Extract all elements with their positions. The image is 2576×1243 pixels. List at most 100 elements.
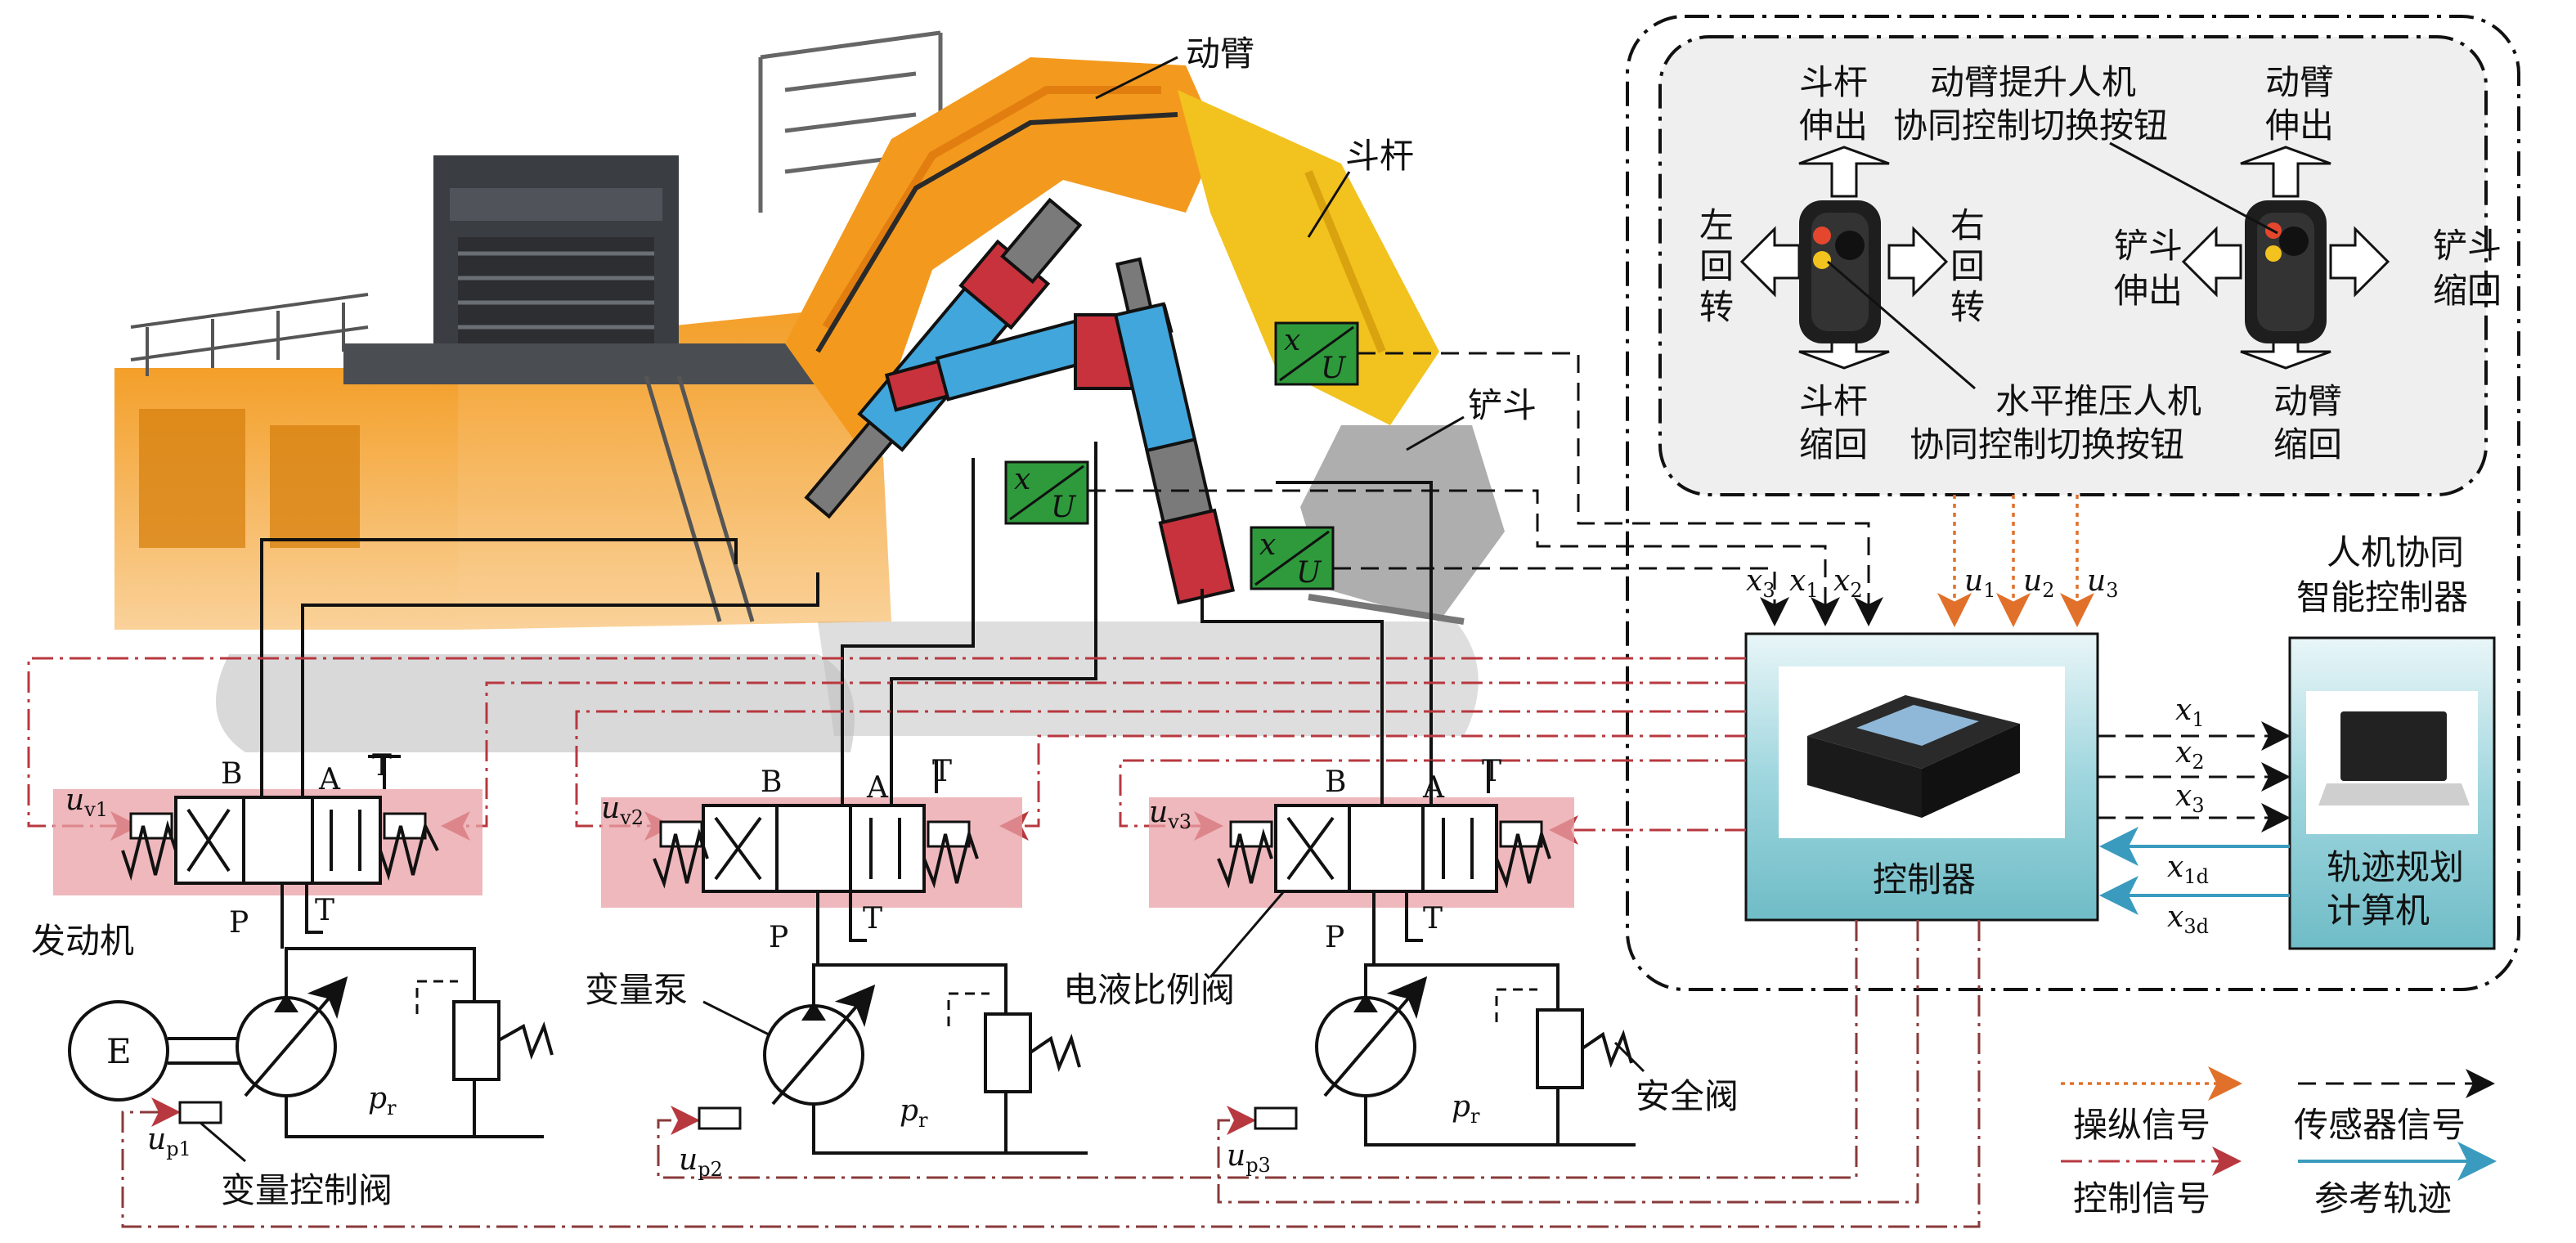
x3-out-label: x3 <box>2175 779 2205 817</box>
svg-text:U: U <box>1321 352 1347 385</box>
hmi-title-l1: 人机协同 <box>2327 532 2464 572</box>
proportional-valve-label: 电液比例阀 <box>1063 970 1235 1010</box>
left-swing-l2: 回 <box>1699 246 1734 286</box>
legend-operate-label: 操纵信号 <box>2073 1105 2210 1145</box>
u3-label: u3 <box>2087 564 2118 602</box>
up3-label: up3 <box>1227 1139 1271 1177</box>
boom-button-l2: 协同控制切换按钮 <box>1893 105 2168 146</box>
uv2-label: uv2 <box>601 792 644 829</box>
pr2-label: pr <box>900 1094 928 1132</box>
hydraulic-lines <box>260 442 1433 769</box>
bucket-extend-l2: 伸出 <box>2114 271 2183 311</box>
sensor-x3: xU <box>1250 526 1335 590</box>
safety-valve-label: 安全阀 <box>1636 1076 1739 1116</box>
pump-circuit-1: E 发动机 pr up1 变量控制阀 <box>31 921 554 1210</box>
u1-label: u1 <box>1964 564 1995 602</box>
x3d-label: x3d <box>2167 900 2209 938</box>
boom-lift-switch-button[interactable] <box>1813 227 1831 245</box>
valve3-port-t-top: T <box>1482 755 1501 788</box>
legend-reference-label: 参考轨迹 <box>2314 1178 2452 1218</box>
controller-planner-signals: x1 x2 x3 x1d x3d <box>2098 693 2291 938</box>
engine-symbol <box>68 1000 169 1102</box>
u2-label: u2 <box>2023 564 2054 602</box>
bucket-label: 铲斗 <box>1468 385 1537 425</box>
up1-label: up1 <box>147 1123 191 1160</box>
x1-out-label: x1 <box>2175 693 2205 731</box>
x1d-label: x1d <box>2167 850 2209 888</box>
boom-extend-l1: 动臂 <box>2265 62 2334 102</box>
boom-extend-l2: 伸出 <box>2265 105 2334 146</box>
proportional-valve-3: B A T T P uv3 <box>1149 755 1574 954</box>
sensor-x1: xU <box>1274 321 1359 386</box>
valve2-port-b: B <box>761 765 782 799</box>
valve1-port-p: P <box>229 906 249 940</box>
bucket-retract-l1: 铲斗 <box>2433 226 2502 266</box>
part-labels: 动臂 斗杆 铲斗 <box>1095 34 1537 451</box>
boom-label: 动臂 <box>1186 34 1254 74</box>
x2-in-label: x2 <box>1833 564 1863 602</box>
hmi-controller-frame <box>1626 15 2520 991</box>
valve2-port-p: P <box>769 921 788 954</box>
hydraulic-cylinders <box>804 197 1236 605</box>
x3-in-label: x3 <box>1746 564 1775 602</box>
pump-circuit-2: 变量泵 pr up2 <box>585 963 1088 1181</box>
stick-cylinder <box>1113 257 1236 605</box>
pr1-label: pr <box>368 1082 397 1120</box>
right-swing-l3: 转 <box>1950 287 1985 327</box>
proportional-valve-2: B A T T P uv2 <box>601 755 1022 954</box>
sensor-x2: xU <box>1004 460 1089 525</box>
planner-l1: 轨迹规划 <box>2327 847 2464 887</box>
svg-text:x: x <box>1259 528 1276 562</box>
svg-text:U: U <box>1051 491 1077 524</box>
valve-pipes <box>260 755 1490 965</box>
excavator-illustration <box>114 30 1505 752</box>
right-joystick-arrows <box>2181 146 2390 370</box>
engine-e-label: E <box>106 1031 132 1071</box>
valve3-port-a: A <box>1422 771 1445 805</box>
sensor-signal-lines <box>1088 352 1883 626</box>
laptop-icon <box>2318 711 2470 805</box>
pump-circuit-3: 电液比例阀 安全阀 pr up3 <box>1063 891 1739 1177</box>
x1-in-label: x1 <box>1789 564 1819 602</box>
boom-button-l1: 动臂提升人机 <box>1930 62 2136 102</box>
uv1-label: uv1 <box>65 783 108 821</box>
proportional-valve-1: B A T T P uv1 <box>53 749 482 940</box>
stick-label: 斗杆 <box>1345 136 1414 176</box>
push-button-l2: 协同控制切换按钮 <box>1910 424 2184 464</box>
planner-l2: 计算机 <box>2327 891 2430 931</box>
legend: 操纵信号 传感器信号 控制信号 参考轨迹 <box>2061 1066 2497 1218</box>
pump-label: 变量泵 <box>585 970 688 1010</box>
boom-retract-l2: 缩回 <box>2273 424 2342 464</box>
bucket-retract-l2: 缩回 <box>2433 271 2502 311</box>
stick-extend-l1: 斗杆 <box>1799 62 1868 102</box>
sensor-input-labels: x3 x1 x2 <box>1746 564 1863 602</box>
boom-retract-l1: 动臂 <box>2273 381 2342 421</box>
valve1-port-b: B <box>221 757 242 791</box>
valve1-port-a: A <box>318 763 341 797</box>
legend-sensor-label: 传感器信号 <box>2294 1105 2466 1145</box>
controller-title: 控制器 <box>1873 859 1976 900</box>
svg-text:x: x <box>1014 463 1030 496</box>
left-swing-l3: 转 <box>1699 287 1734 327</box>
controller-block: 控制器 <box>1744 632 2099 922</box>
svg-text:x: x <box>1284 324 1300 357</box>
trajectory-planner-block: 轨迹规划 计算机 <box>2288 636 2496 950</box>
valve1-port-t-top: T <box>372 749 392 783</box>
engine-label: 发动机 <box>31 921 134 961</box>
left-swing-l1: 左 <box>1699 205 1734 245</box>
hmi-title-l2: 智能控制器 <box>2296 577 2468 617</box>
bucket-extend-l1: 铲斗 <box>2114 226 2183 266</box>
pump-control-valve-label: 变量控制阀 <box>221 1170 393 1210</box>
legend-control-label: 控制信号 <box>2073 1178 2210 1218</box>
stick-retract-l1: 斗杆 <box>1799 381 1868 421</box>
svg-text:U: U <box>1296 556 1322 590</box>
stick-extend-l2: 伸出 <box>1799 105 1868 146</box>
valve3-port-p: P <box>1325 921 1344 954</box>
up2-label: up2 <box>679 1143 723 1181</box>
pr3-label: pr <box>1452 1090 1480 1128</box>
stick-retract-l2: 缩回 <box>1799 424 1868 464</box>
valve3-port-t-bottom: T <box>1423 902 1443 936</box>
horizontal-push-switch-button[interactable] <box>1813 251 1831 269</box>
controller-hardware-icon <box>1807 695 2020 818</box>
